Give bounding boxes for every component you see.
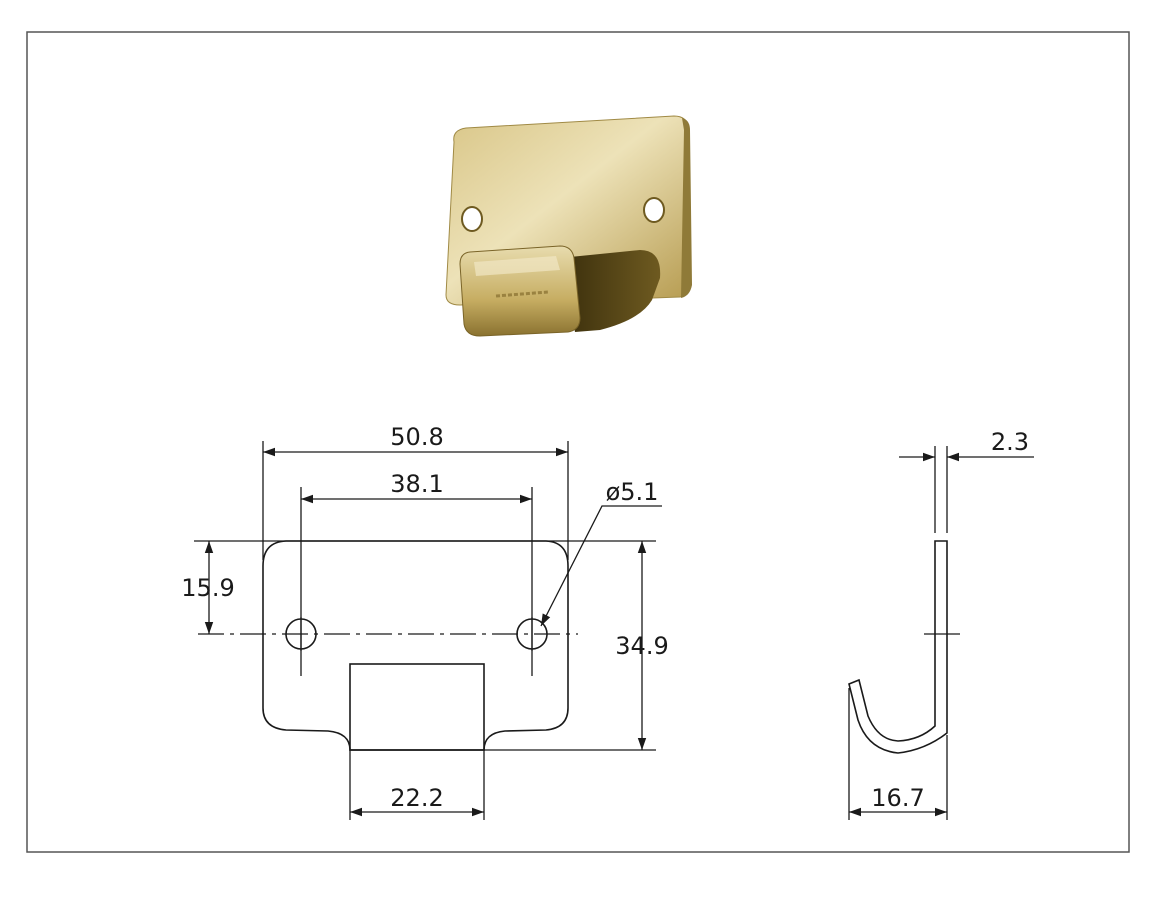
dim-hole-spacing: 38.1 bbox=[390, 470, 443, 498]
dim-hole-diameter: ø5.1 bbox=[606, 478, 659, 506]
plate-edge-shade bbox=[681, 118, 692, 298]
leader-hole-diameter bbox=[540, 505, 662, 627]
hook-tab-highlight bbox=[474, 256, 560, 276]
dim-tab-width: 22.2 bbox=[390, 784, 443, 812]
hook-tab-text-mark bbox=[495, 290, 549, 298]
dim-overall-width: 50.8 bbox=[390, 423, 443, 451]
dim-thickness: 2.3 bbox=[991, 428, 1029, 456]
product-photo bbox=[445, 115, 692, 337]
side-hook-profile bbox=[848, 540, 948, 754]
dim-overall-height: 34.9 bbox=[615, 632, 668, 660]
photo-hole-left bbox=[461, 206, 483, 232]
dim-hook-depth: 16.7 bbox=[871, 784, 924, 812]
front-tab-outline bbox=[349, 663, 485, 751]
photo-hole-right bbox=[643, 197, 665, 223]
dim-hole-height: 15.9 bbox=[181, 574, 234, 602]
hook-shadow bbox=[560, 250, 661, 332]
side-view: 2.3 16.7 bbox=[848, 428, 1034, 820]
front-view: 50.8 38.1 ø5.1 15.9 34.9 22.2 bbox=[181, 423, 669, 820]
